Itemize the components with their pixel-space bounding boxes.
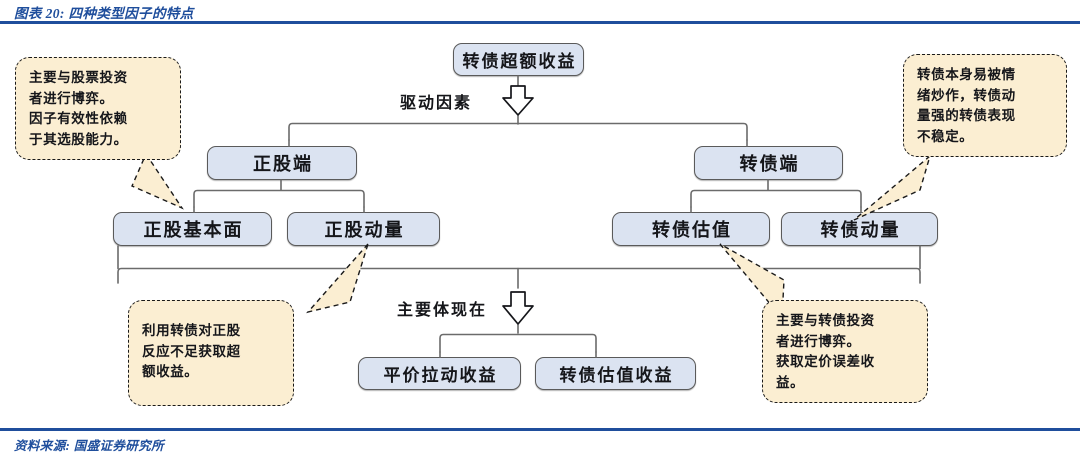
node-root[interactable]: 转债超额收益 xyxy=(453,43,584,76)
callout-line: 者进行博弈。 xyxy=(776,333,861,349)
callout-equity-fundamental: 主要与股票投资 者进行博弈。 因子有效性依赖 于其选股能力。 xyxy=(15,57,181,161)
footer-rule xyxy=(0,428,1080,431)
arrow-label-manifest: 主要体现在 xyxy=(397,302,488,319)
callout-line: 于其选股能力。 xyxy=(29,131,128,147)
callout-line: 不稳定。 xyxy=(917,128,974,144)
manifest-down-arrow xyxy=(502,291,534,325)
driver-down-arrow xyxy=(502,85,534,116)
node-factor-equity-fundamental[interactable]: 正股基本面 xyxy=(113,212,272,246)
callout-line: 因子有效性依赖 xyxy=(29,111,128,127)
callout-cb-valuation: 主要与转债投资 者进行博弈。 获取定价误差收 益。 xyxy=(762,300,928,404)
callout-line: 主要与转债投资 xyxy=(776,313,875,328)
callout-line: 量强的转债表现 xyxy=(917,108,1016,124)
callout-line: 者进行博弈。 xyxy=(29,90,114,106)
arrow-label-driver: 驱动因素 xyxy=(400,95,473,112)
callout-equity-momentum: 利用转债对正股 反应不足获取超 额收益。 xyxy=(128,300,294,406)
callout-line: 利用转债对正股 xyxy=(142,323,241,338)
callout-line: 获取定价误差收 xyxy=(776,354,875,370)
callout-tail-equity-momentum xyxy=(306,243,369,314)
callout-line: 转债本身易被情 xyxy=(917,67,1016,82)
node-factor-cb-valuation[interactable]: 转债估值 xyxy=(612,212,770,246)
node-outcome-cb-valuation-return[interactable]: 转债估值收益 xyxy=(535,357,696,390)
node-outcome-parity-pull[interactable]: 平价拉动收益 xyxy=(358,357,521,390)
node-factor-cb-momentum[interactable]: 转债动量 xyxy=(781,212,938,246)
callout-line: 反应不足获取超 xyxy=(142,343,241,359)
callout-line: 额收益。 xyxy=(142,364,199,380)
callout-line: 益。 xyxy=(776,374,805,390)
callout-cb-momentum: 转债本身易被情 绪炒作，转债动 量强的转债表现 不稳定。 xyxy=(903,54,1067,158)
exhibit-title: 图表 20: 四种类型因子的特点 xyxy=(14,6,194,21)
header-rule xyxy=(0,21,1080,24)
callout-line: 主要与股票投资 xyxy=(29,70,128,85)
node-branch-convertible[interactable]: 转债端 xyxy=(694,146,843,180)
callout-line: 绪炒作，转债动 xyxy=(917,87,1016,103)
source-note: 资料来源: 国盛证券研究所 xyxy=(14,439,164,453)
node-factor-equity-momentum[interactable]: 正股动量 xyxy=(287,212,440,246)
node-branch-equity[interactable]: 正股端 xyxy=(207,146,357,180)
